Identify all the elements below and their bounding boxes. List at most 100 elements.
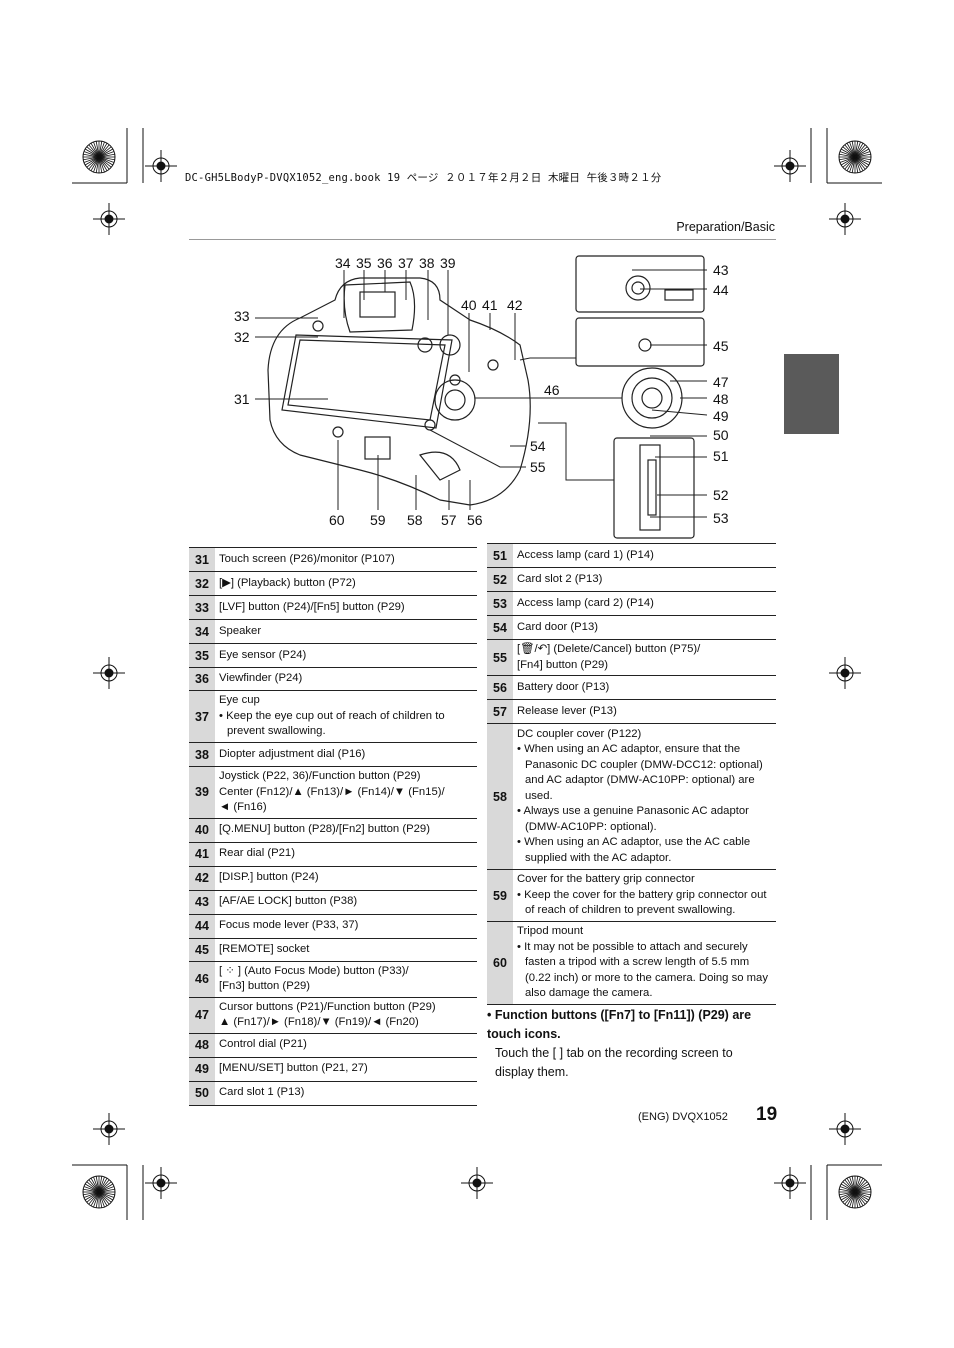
part-number: 44: [189, 914, 215, 939]
callout-53: 53: [713, 510, 729, 526]
part-description: [ ⁘ ] (Auto Focus Mode) button (P33)/[Fn…: [215, 961, 477, 998]
control-dial-shape: [434, 379, 476, 421]
part-number: 49: [189, 1057, 215, 1082]
description-line: [Q.MENU] button (P28)/[Fn2] button (P29): [219, 823, 430, 836]
description-bullet: • Keep the cover for the battery grip co…: [517, 888, 767, 917]
callout-35: 35: [356, 255, 372, 271]
table-row: 49 [MENU/SET] button (P21, 27): [189, 1057, 477, 1082]
part-description: Speaker: [215, 619, 477, 644]
monitor-outline: [287, 339, 446, 421]
part-number: 52: [487, 567, 513, 592]
crosshair-mark: [461, 1167, 493, 1199]
description-line: Center (Fn12)/▲ (Fn13)/► (Fn14)/▼ (Fn15)…: [219, 785, 445, 798]
callout-47: 47: [713, 374, 729, 390]
part-description: Tripod mount• It may not be possible to …: [513, 921, 776, 1005]
part-number: 38: [189, 742, 215, 767]
description-line: Control dial (P21): [219, 1038, 307, 1051]
description-line: Speaker: [219, 624, 262, 637]
file-info-line: DC-GH5LBodyP-DVQX1052_eng.book 19 ページ ２０…: [185, 172, 662, 184]
callout-33: 33: [234, 308, 250, 324]
crosshair-mark: [829, 1113, 861, 1145]
starburst-mark: [82, 140, 116, 174]
note-body: Touch the [ ] tab on the recording scree…: [495, 1046, 733, 1079]
part-number: 34: [189, 619, 215, 644]
callout-32: 32: [234, 329, 250, 345]
part-number: 42: [189, 866, 215, 891]
starburst-mark: [838, 1175, 872, 1209]
part-number: 51: [487, 543, 513, 568]
table-row: 33[LVF] button (P24)/[Fn5] button (P29): [189, 595, 477, 620]
part-description: Cover for the battery grip connector• Ke…: [513, 869, 776, 922]
part-number: 45: [189, 938, 215, 962]
part-description: [Q.MENU] button (P28)/[Fn2] button (P29): [215, 818, 477, 843]
header-rule: [189, 239, 776, 240]
description-line: Focus mode lever (P33, 37): [219, 919, 359, 932]
part-description: DC coupler cover (P122)• When using an A…: [513, 723, 776, 870]
description-line: [▶] (Playback) button (P72): [219, 576, 356, 589]
description-line: [Fn3] button (P29): [219, 980, 311, 992]
part-number: 43: [189, 890, 215, 915]
description-line: Viewfinder (P24): [219, 672, 303, 685]
callout-51: 51: [713, 448, 729, 464]
callout-40: 40: [461, 297, 477, 313]
crosshair-mark: [93, 1113, 125, 1145]
part-description: Release lever (P13): [513, 699, 776, 724]
part-description: Eye sensor (P24): [215, 643, 477, 668]
part-description: Joystick (P22, 36)/Function button (P29)…: [215, 766, 477, 819]
part-description: Card slot 2 (P13): [513, 567, 776, 592]
crosshair-mark: [145, 150, 177, 182]
table-row: 42 [DISP.] button (P24): [189, 866, 477, 891]
description-line: [🗑/↶] (Delete/Cancel) button (P75)/: [517, 643, 701, 655]
section-label: Preparation/Basic: [676, 220, 775, 234]
callout-49: 49: [713, 408, 729, 424]
part-number: 54: [487, 615, 513, 640]
part-description: Focus mode lever (P33, 37): [215, 914, 477, 939]
description-bullet: • When using an AC adaptor, ensure that …: [517, 743, 763, 802]
description-line: [MENU/SET] button (P21, 27): [219, 1062, 368, 1075]
starburst-mark: [838, 140, 872, 174]
part-description: [REMOTE] socket: [215, 938, 477, 962]
table-row: 45[REMOTE] socket: [189, 938, 477, 962]
crosshair-mark: [829, 657, 861, 689]
description-line: [DISP.] button (P24): [219, 871, 319, 884]
part-description: Control dial (P21): [215, 1033, 477, 1058]
part-description: Access lamp (card 2) (P14): [513, 591, 776, 616]
inset-middle: [575, 317, 705, 367]
table-row: 44 Focus mode lever (P33, 37): [189, 914, 477, 939]
crosshair-mark: [93, 203, 125, 235]
part-number: 40: [189, 818, 215, 843]
starburst-mark: [82, 1175, 116, 1209]
part-number: 56: [487, 675, 513, 700]
part-number: 60: [487, 921, 513, 1005]
part-number: 48: [189, 1033, 215, 1058]
callout-36: 36: [377, 255, 393, 271]
part-number: 41: [189, 842, 215, 867]
inset-card-slot: [613, 437, 695, 539]
part-description: Eye cup• Keep the eye cup out of reach o…: [215, 690, 477, 743]
part-description: Battery door (P13): [513, 675, 776, 700]
part-number: 37: [189, 690, 215, 743]
table-row: 48 Control dial (P21): [189, 1033, 477, 1058]
description-bullet: • When using an AC adaptor, use the AC c…: [517, 836, 751, 864]
part-description: [DISP.] button (P24): [215, 866, 477, 891]
description-line: Rear dial (P21): [219, 847, 295, 860]
description-line: Diopter adjustment dial (P16): [219, 747, 366, 760]
callout-42: 42: [507, 297, 523, 313]
part-description: [MENU/SET] button (P21, 27): [215, 1057, 477, 1082]
part-number: 39: [189, 766, 215, 819]
part-number: 47: [189, 997, 215, 1034]
note-heading: • Function buttons ([Fn7] to [Fn11]) (P2…: [487, 1008, 752, 1041]
description-line: Release lever (P13): [517, 704, 617, 717]
table-row: 55[🗑/↶] (Delete/Cancel) button (P75)/[Fn…: [487, 639, 776, 676]
